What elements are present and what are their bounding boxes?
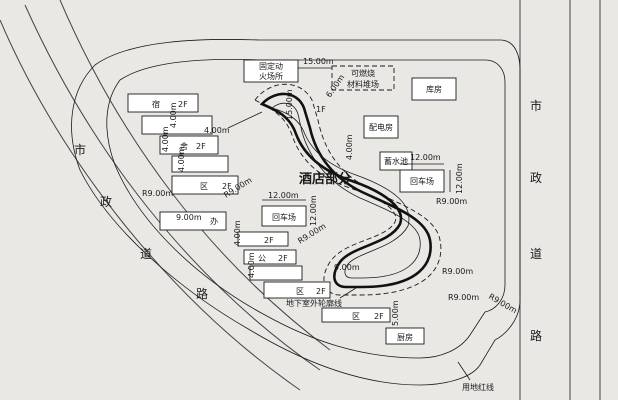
power-room-label: 配电房 bbox=[369, 122, 393, 132]
combustible-yard bbox=[331, 65, 395, 91]
dim-4-water: 4.00m bbox=[345, 134, 354, 160]
dorm-floor-2: 2F bbox=[196, 142, 206, 151]
left-road-char-1: 市 bbox=[74, 142, 86, 157]
dim-12-vertical: 12.00m bbox=[455, 163, 464, 194]
kitchen-label: 厨房 bbox=[397, 332, 413, 342]
combustible-yard-label-1: 可燃烧 bbox=[351, 68, 375, 78]
dim-15-top: 15.00m bbox=[303, 57, 334, 66]
basement-outline-label: 地下室外轮廓线 bbox=[286, 298, 342, 308]
office-floor-2: 2F bbox=[278, 254, 288, 263]
right-road-char-3: 道 bbox=[530, 247, 542, 261]
floor-1f: 1F bbox=[316, 105, 326, 114]
left-road-char-2: 政 bbox=[100, 195, 112, 209]
site-road-loop bbox=[106, 59, 506, 359]
turnaround-left-label: 回车场 bbox=[272, 212, 296, 222]
turnaround-left bbox=[261, 205, 307, 227]
power-room bbox=[363, 115, 399, 139]
dim-4-office-b: 4.00m bbox=[247, 252, 256, 278]
dim-4-dorm-c: 4.00m bbox=[177, 146, 186, 172]
fixed-fire-site-label-1: 固定动 bbox=[259, 61, 283, 71]
fixed-fire-site-label-2: 火场所 bbox=[259, 71, 283, 81]
office-char-3: 区 bbox=[296, 287, 304, 296]
dim-4-dorm-b: 4.00m bbox=[161, 126, 170, 152]
dim-4-office-a: 4.00m bbox=[233, 220, 242, 246]
dim-5-kitchen: 5.00m bbox=[391, 300, 400, 326]
dim-12-right: 12.00m bbox=[410, 153, 441, 162]
office-block-3 bbox=[243, 249, 297, 265]
dim-4-horizontal: 4.00m bbox=[204, 126, 230, 135]
turnaround-right bbox=[399, 169, 445, 193]
lower-block bbox=[321, 307, 391, 323]
kitchen bbox=[385, 327, 425, 345]
water-tank bbox=[379, 151, 413, 171]
warehouse bbox=[411, 77, 457, 101]
r9-lower-a: R9.00m bbox=[448, 293, 479, 302]
hotel-building-outline bbox=[259, 92, 432, 289]
fixed-fire-site bbox=[243, 59, 299, 83]
red-line-label: 用地红线 bbox=[462, 382, 494, 392]
basement-leader bbox=[339, 287, 357, 299]
lower-block-char: 区 bbox=[352, 312, 360, 321]
right-road-char-2: 政 bbox=[530, 171, 542, 185]
dorm-floor-3: 2F bbox=[222, 182, 232, 191]
office-block-5 bbox=[263, 281, 331, 299]
dorm-char-3: 区 bbox=[200, 182, 208, 191]
turnaround-right-label: 回车场 bbox=[410, 176, 434, 186]
r9-dorm-outer: R9.00m bbox=[142, 189, 173, 198]
dim-4-dorm-a: 4.00m bbox=[169, 102, 178, 128]
r9-lower-c: R9.00m bbox=[442, 267, 473, 276]
office-block-1 bbox=[159, 211, 227, 231]
dorm-char-1: 宿 bbox=[152, 99, 160, 109]
dorm-block-1 bbox=[127, 93, 199, 113]
dim-12-left: 12.00m bbox=[268, 191, 299, 200]
warehouse-label: 库房 bbox=[426, 84, 442, 94]
office-floor-1: 2F bbox=[264, 236, 274, 245]
left-road-char-3: 道 bbox=[140, 247, 152, 261]
dim-leader-4 bbox=[227, 111, 263, 129]
combustible-yard-label-2: 材料堆场 bbox=[347, 79, 379, 89]
dorm-block-5 bbox=[171, 175, 239, 195]
left-road-char-4: 路 bbox=[196, 286, 208, 301]
lower-block-floor: 2F bbox=[374, 312, 384, 321]
dorm-block-3 bbox=[159, 135, 219, 155]
office-block-2 bbox=[237, 231, 289, 247]
r9-right: R9.00m bbox=[436, 197, 467, 206]
basement-outline-dashed bbox=[254, 83, 442, 296]
office-floor-3: 2F bbox=[316, 287, 326, 296]
dorm-block-4 bbox=[171, 155, 229, 173]
dim-12-left-vertical: 12.00m bbox=[309, 195, 318, 226]
office-block-4 bbox=[249, 265, 303, 281]
dorm-char-2: 舍 bbox=[180, 141, 188, 151]
dorm-floor-1: 2F bbox=[178, 100, 188, 109]
office-char-2: 公 bbox=[258, 254, 266, 263]
hotel-label: 酒店部分 bbox=[299, 171, 351, 187]
site-red-line bbox=[71, 39, 521, 386]
right-road-char-4: 路 bbox=[530, 328, 542, 343]
left-road-edge-inner bbox=[24, 4, 321, 371]
water-tank-label: 蓄水池 bbox=[384, 156, 408, 166]
dorm-block-2 bbox=[141, 115, 213, 135]
left-road-edge-outer bbox=[0, 19, 301, 391]
right-road-char-1: 市 bbox=[530, 98, 542, 113]
dim-9-office: 9.00m bbox=[176, 213, 202, 222]
office-char-1: 办 bbox=[210, 216, 218, 226]
hotel-inner-outline bbox=[271, 102, 421, 279]
dim-9-basement: 9.00m bbox=[334, 263, 360, 272]
red-line-leader bbox=[457, 361, 471, 381]
